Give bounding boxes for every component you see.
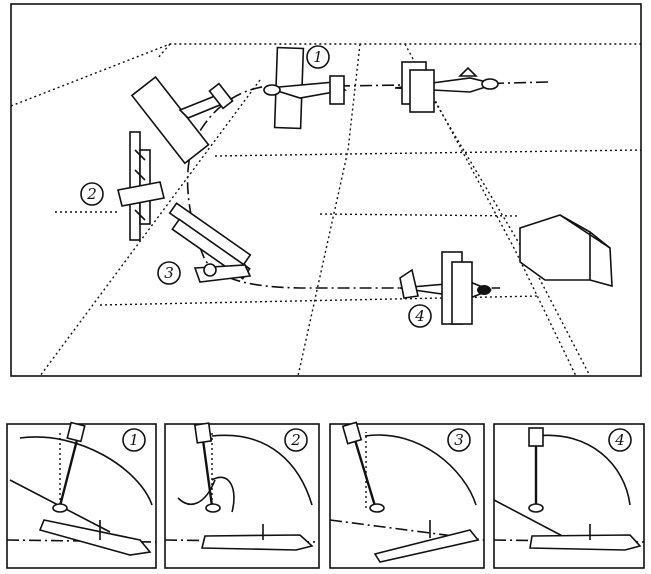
- airplane-pull-up: [130, 75, 234, 165]
- panel-4-label: 4: [614, 431, 625, 449]
- scene-frame: [10, 3, 642, 377]
- airplane-step-3: [168, 202, 252, 283]
- step-label-2: 2: [80, 182, 104, 206]
- stick-panel-3: 3: [329, 421, 485, 569]
- svg-text:4: 4: [414, 307, 425, 325]
- svg-text:3: 3: [164, 264, 174, 282]
- svg-text:1: 1: [313, 48, 323, 66]
- airplane-step-1: [263, 46, 347, 130]
- airplane-step-2: [117, 131, 165, 241]
- step-label-4: 4: [408, 304, 432, 328]
- stick-panel-4: 4: [493, 423, 645, 569]
- panel-3-label: 3: [454, 431, 464, 449]
- svg-text:2: 2: [86, 185, 97, 203]
- aerobatic-scene: 1 2 3 4: [10, 3, 642, 377]
- stick-panel-1: 1: [6, 421, 157, 569]
- panel-2-label: 2: [290, 431, 301, 449]
- step-label-1: 1: [306, 45, 330, 69]
- panel-1-label: 1: [129, 431, 139, 449]
- hangar-building: [519, 214, 613, 288]
- stick-panel-2: 2: [164, 422, 320, 569]
- panel-1-label-ring: [122, 428, 146, 452]
- airplane-level-start: [394, 61, 499, 113]
- step-label-3: 3: [157, 261, 181, 285]
- airplane-step-4: [399, 251, 493, 325]
- flight-path: [186, 81, 549, 289]
